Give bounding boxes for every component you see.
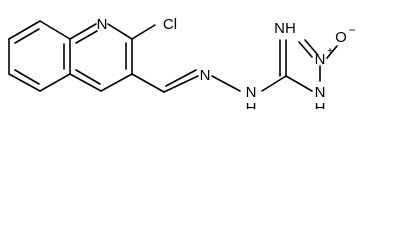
imine-nh-label: NH: [274, 20, 296, 37]
pyridine-ring-bonds: [69, 23, 133, 92]
atom-labels: N Cl N N H NH N H N + O − O: [97, 16, 356, 109]
molecule-structure: N Cl N N H NH N H N + O − O: [8, 16, 356, 109]
nitro-nitrogen-label: N: [315, 51, 326, 68]
hydrazone-chain-bonds: [131, 69, 287, 93]
hydrazone-nh-hydrogen-label: H: [246, 100, 257, 109]
amide-nh-hydrogen-label: H: [315, 100, 326, 109]
guanidine-bonds: [279, 39, 313, 92]
nitro-bonds: [298, 39, 338, 82]
chlorine-label: Cl: [163, 16, 177, 33]
benzene-ring-bonds: [8, 20, 71, 92]
hydrazone-nitrogen-label: N: [200, 67, 211, 84]
amide-nh-nitrogen-label: N: [315, 84, 326, 101]
hydrazone-nh-nitrogen-label: N: [246, 84, 257, 101]
molecule-canvas: N Cl N N H NH N H N + O − O: [0, 0, 397, 109]
ring-nitrogen-label: N: [97, 16, 108, 33]
nitro-oxygen-top-label: O: [335, 29, 347, 46]
chlorine-bond: [131, 24, 156, 40]
nitro-oxygen-top-charge: −: [348, 23, 355, 37]
nitro-nitrogen-charge: +: [327, 46, 333, 57]
